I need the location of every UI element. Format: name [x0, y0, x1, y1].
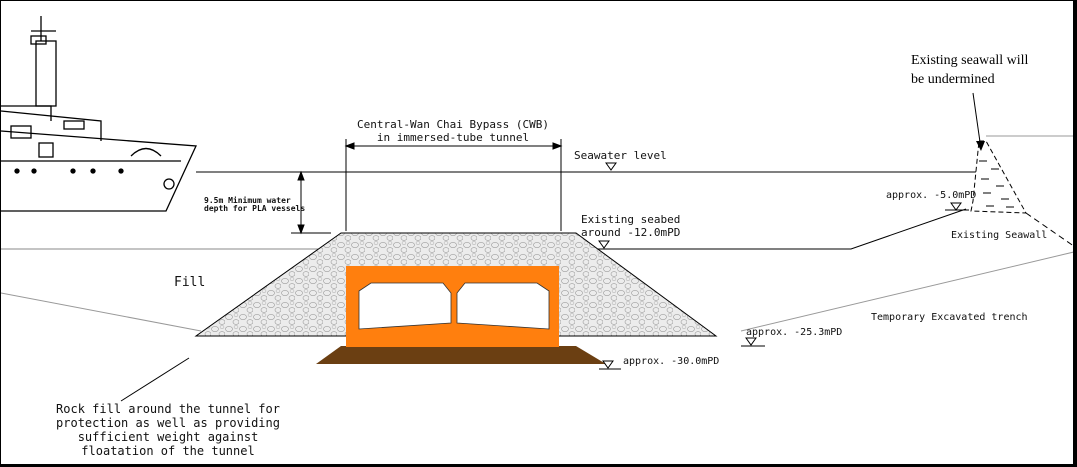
bedding-layer	[316, 346, 606, 364]
level-minus30-label: approx. -30.0mPD	[623, 356, 719, 367]
min-depth-label: 9.5m Minimum water	[204, 195, 291, 205]
seabed-label-2: around -12.0mPD	[581, 226, 680, 239]
seabed-label: Existing seabed	[581, 213, 680, 226]
seawall-base-dashed	[1025, 212, 1073, 247]
rock-fill-note: Rock fill around the tunnel for	[56, 402, 280, 416]
level-minus5-label: approx. -5.0mPD	[886, 190, 976, 201]
seawall-note-2: be undermined	[911, 72, 995, 87]
rock-fill-note-2: protection as well as providing	[56, 416, 280, 430]
depth-dimension	[291, 170, 331, 235]
rock-fill-note-3: sufficient weight against	[78, 430, 259, 444]
ship-icon	[1, 16, 197, 212]
existing-seawall	[970, 140, 1027, 214]
min-depth-label-2: depth for PLA vessels	[204, 204, 305, 213]
existing-seawall-label: Existing Seawall	[951, 230, 1047, 241]
arrow-icon	[976, 141, 985, 151]
rock-fill-note-4: floatation of the tunnel	[81, 444, 254, 458]
trench-outline	[1, 135, 1073, 332]
immersed-tunnel	[346, 266, 559, 347]
seabed-line	[1, 208, 967, 250]
trench-label: Temporary Excavated trench	[871, 312, 1028, 323]
fill-label: Fill	[174, 275, 205, 290]
cwb-dimension	[344, 139, 563, 231]
cwb-label-2: in immersed-tube tunnel	[377, 131, 529, 144]
level-minus25-label: approx. -25.3mPD	[746, 327, 842, 338]
seawater-level-label: Seawater level	[574, 149, 667, 162]
seawall-leader	[972, 92, 982, 150]
seawall-note: Existing seawall will	[911, 53, 1029, 68]
level-marker-icon	[598, 162, 969, 370]
cwb-label: Central-Wan Chai Bypass (CWB)	[357, 118, 549, 131]
rock-fill-leader	[120, 357, 190, 402]
